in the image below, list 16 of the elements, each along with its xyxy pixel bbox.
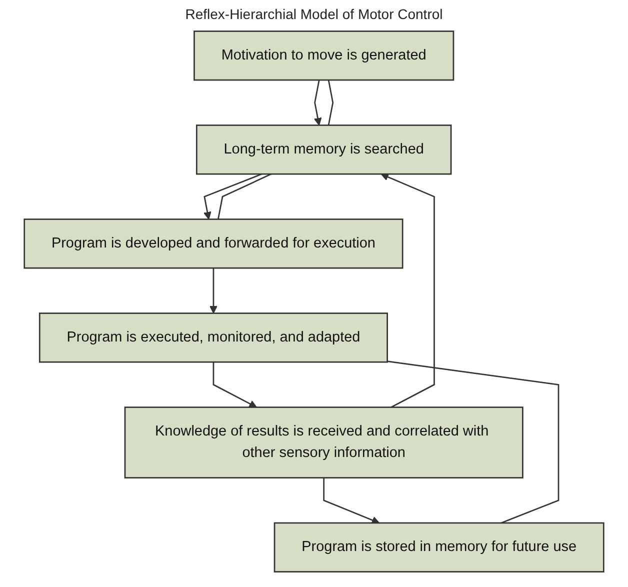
node-box: Program is executed, monitored, and adapted [38,312,388,363]
arrow [380,173,435,408]
node-box: Knowledge of results is received and correlated with other sensory information [124,406,524,478]
arrow [314,80,322,126]
connector [328,80,334,126]
node-box: Program is developed and forwarded for execution [24,218,404,269]
arrow [210,268,218,314]
node-box: Motivation to move is generated [194,30,454,81]
node-box: Long-term memory is searched [196,124,452,175]
connector [387,360,560,524]
arrow [323,478,380,524]
node-box: Program is stored in memory for future use [274,522,604,572]
diagram-title: Reflex-Hierarchial Model of Motor Control [184,6,444,22]
connector [218,173,272,220]
arrow [204,173,262,220]
arrow [212,362,257,408]
